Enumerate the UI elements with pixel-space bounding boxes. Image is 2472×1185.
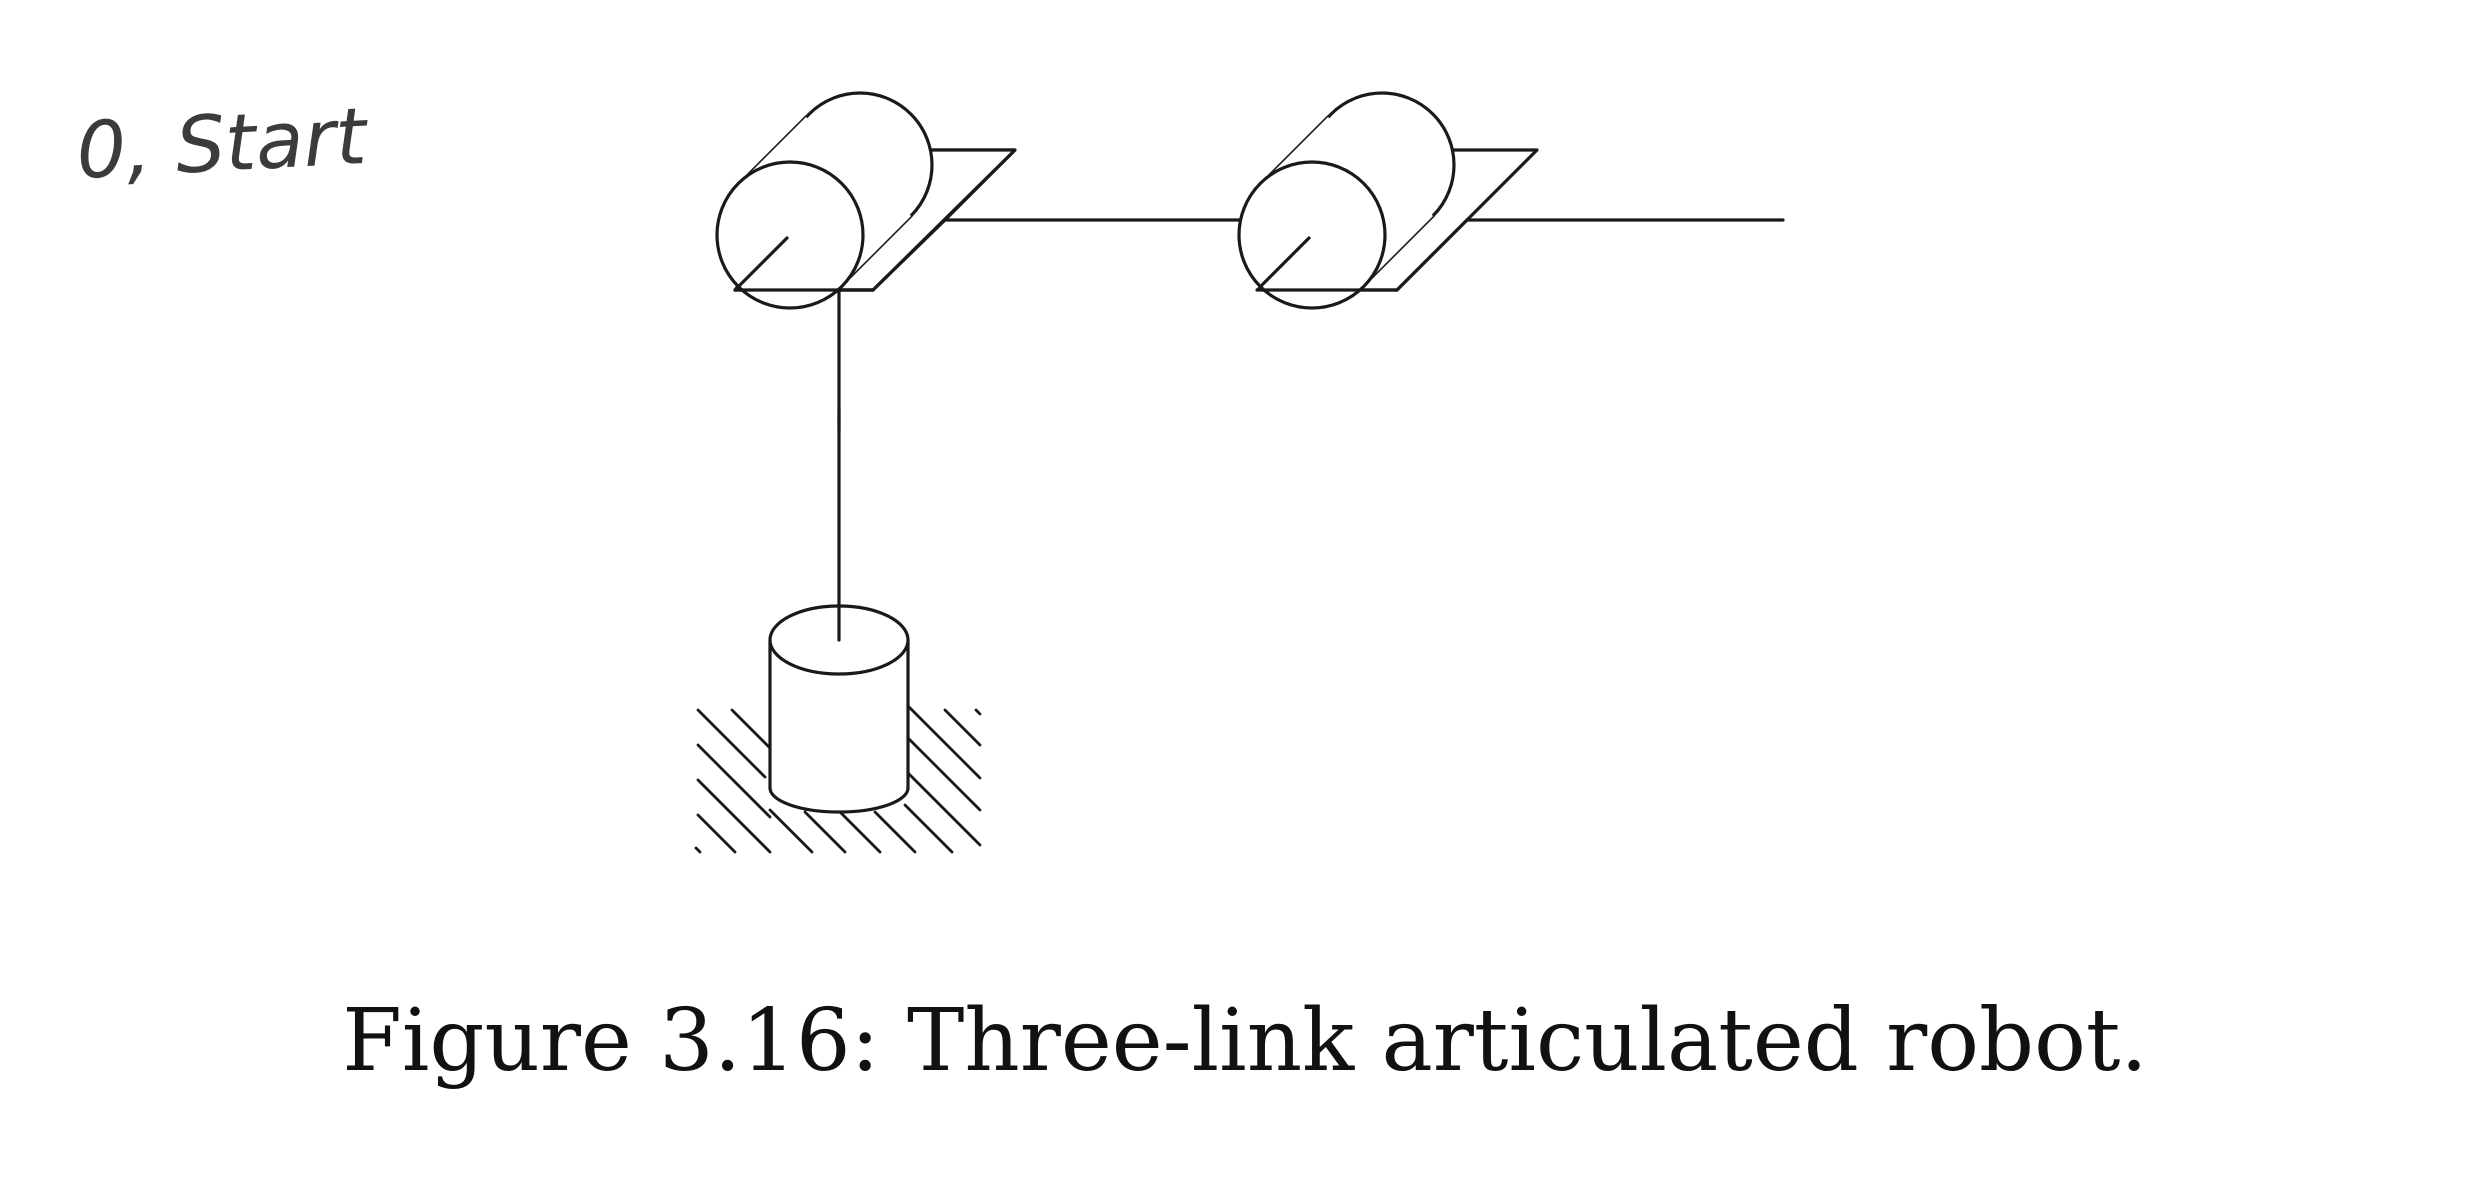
ground-hatching: [694, 704, 982, 854]
handwritten-annotation: 0, Start: [74, 92, 370, 197]
handwritten-note: 0, Start: [74, 92, 370, 197]
base-joint: [768, 604, 910, 814]
elbow-joint: [1237, 91, 1539, 310]
shoulder-joint: [715, 91, 1017, 310]
figure-caption: Figure 3.16: Three-link articulated robo…: [342, 991, 2148, 1091]
